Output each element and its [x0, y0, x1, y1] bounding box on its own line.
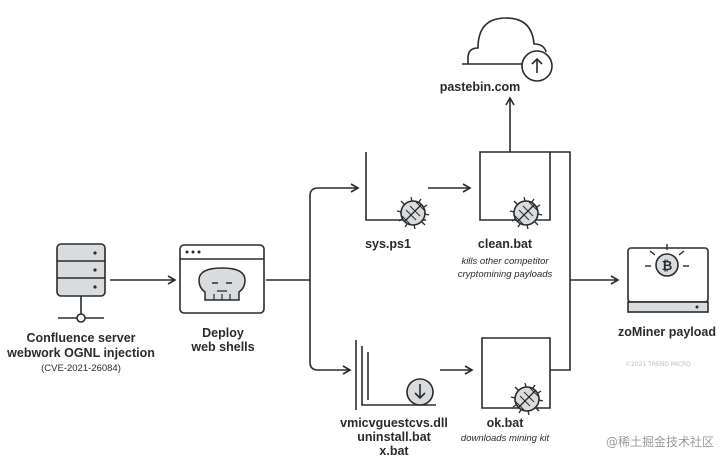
skull-browser-icon: [179, 244, 265, 314]
arrow-merge-to-zominer: [550, 151, 571, 371]
trend-micro-credit: ©2021 TREND MICRO: [625, 361, 691, 368]
deploy-label-line1: Deploy: [202, 326, 244, 340]
pastebin-label: pastebin.com: [440, 80, 521, 94]
download-icon: [406, 378, 434, 406]
arrow-deploy-branch: [266, 183, 360, 281]
skull-icon: [198, 267, 246, 301]
bitcoin-monitor-icon: ₿: [627, 244, 709, 313]
server-icon: [56, 243, 106, 323]
server-label-line2: webwork OGNL injection: [6, 346, 155, 360]
cloud-upload-icon: [462, 17, 553, 82]
sys-ps1-label: sys.ps1: [365, 237, 411, 251]
ok-bat-label: ok.bat: [487, 416, 525, 430]
vmic-label-line1: vmicvguestcvs.dll: [340, 416, 448, 430]
server-cve-label: (CVE-2021-26084): [41, 363, 121, 374]
clean-bat-label: clean.bat: [478, 237, 533, 251]
vmic-label-line3: x.bat: [379, 444, 409, 458]
bug-icon: [509, 196, 543, 230]
ok-bat-file: [481, 337, 551, 416]
deploy-label-line2: web shells: [190, 340, 254, 354]
zominer-label: zoMiner payload: [618, 325, 716, 339]
clean-bat-note-line2: cryptomining payloads: [458, 269, 553, 280]
vmic-label-line2: uninstall.bat: [357, 430, 431, 444]
vmic-file-stack: [355, 340, 436, 410]
clean-bat-note-line1: kills other competitor: [461, 256, 549, 267]
server-label-line1: Confluence server: [26, 331, 135, 345]
bug-icon: [396, 196, 430, 230]
svg-text:₿: ₿: [662, 259, 673, 274]
clean-bat-file: [479, 151, 551, 230]
watermark-text: @稀土掘金技术社区: [606, 434, 714, 449]
ok-bat-note: downloads mining kit: [461, 433, 550, 444]
connectors: [110, 96, 620, 375]
sys-ps1-file: [365, 152, 430, 230]
bug-icon: [510, 382, 544, 416]
arrow-deploy-to-vmic: [309, 280, 352, 375]
